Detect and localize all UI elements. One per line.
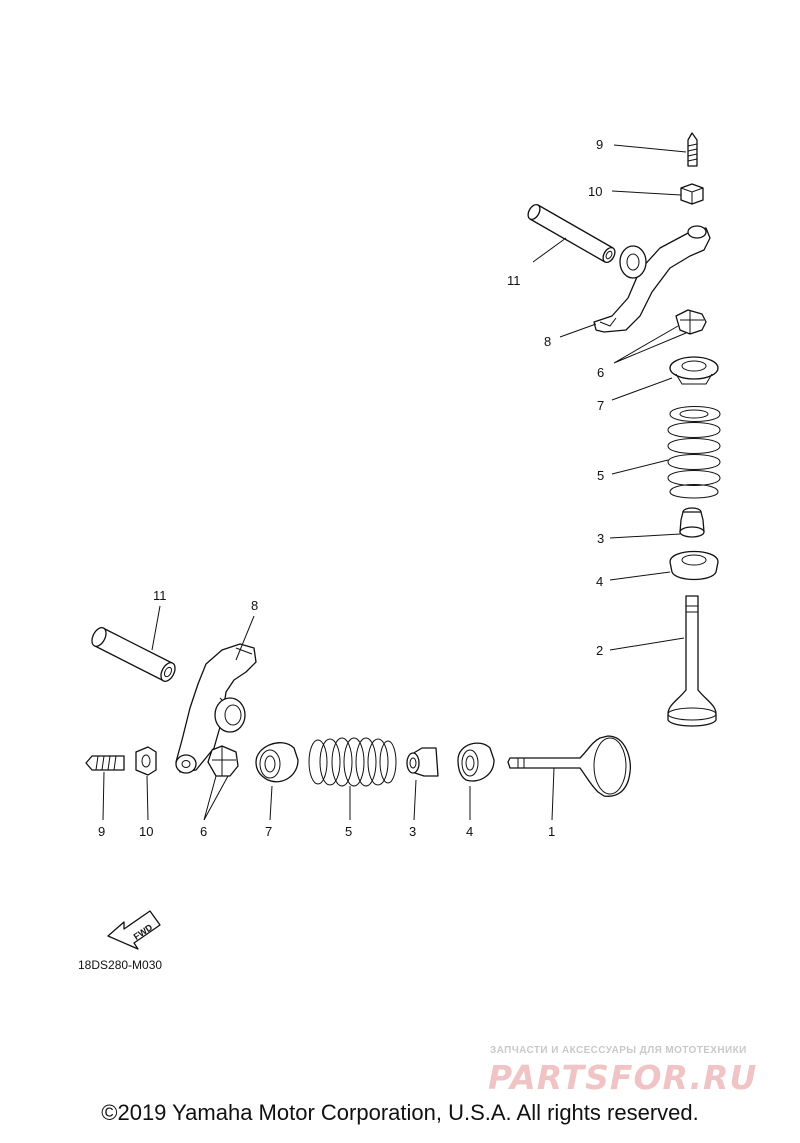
callout-4-right: 4 bbox=[596, 574, 603, 589]
rocker-arm-left bbox=[175, 643, 257, 774]
locknut-left bbox=[135, 746, 157, 776]
rocker-arm-right bbox=[593, 225, 711, 333]
callout-10-right: 10 bbox=[588, 184, 602, 199]
copyright-notice: ©2019 Yamaha Motor Corporation, U.S.A. A… bbox=[101, 1100, 699, 1125]
valve-cotter-left bbox=[207, 745, 239, 777]
callout-2-right: 2 bbox=[596, 643, 603, 658]
callout-11-left: 11 bbox=[153, 588, 167, 603]
valve-spring-right bbox=[667, 406, 721, 499]
valve-cotter-right bbox=[675, 309, 707, 335]
watermark-logo: PARTSFOR.RU bbox=[488, 1058, 758, 1097]
exhaust-valve-left bbox=[507, 735, 632, 797]
watermark-tagline: ЗАПЧАСТИ И АКСЕССУАРЫ ДЛЯ МОТОТЕХНИКИ bbox=[490, 1045, 747, 1056]
locknut-right bbox=[680, 183, 704, 205]
callout-3-bottom: 3 bbox=[409, 824, 416, 839]
diagram-code: 18DS280-M030 bbox=[78, 958, 163, 972]
callout-6-right: 6 bbox=[597, 365, 604, 380]
leader-lines bbox=[102, 144, 687, 821]
valve-stem-seal-left bbox=[406, 747, 439, 777]
callout-4-bottom: 4 bbox=[466, 824, 473, 839]
rocker-shaft-left bbox=[91, 627, 176, 682]
callout-8-left: 8 bbox=[251, 598, 258, 613]
adjusting-screw-left bbox=[85, 755, 125, 771]
callout-8-right: 8 bbox=[544, 334, 551, 349]
valve-spring-left bbox=[308, 737, 397, 787]
callout-9-right: 9 bbox=[596, 137, 603, 152]
callout-5-bottom: 5 bbox=[345, 824, 352, 839]
spring-retainer-right bbox=[669, 356, 719, 385]
adjusting-screw-right bbox=[687, 132, 698, 167]
valve-stem-seal-right bbox=[679, 507, 705, 538]
fwd-arrow: FWD bbox=[107, 910, 161, 950]
callout-3-right: 3 bbox=[597, 531, 604, 546]
rocker-shaft-right bbox=[527, 203, 616, 264]
callout-7-bottom: 7 bbox=[265, 824, 272, 839]
intake-valve-right bbox=[667, 595, 717, 727]
callout-6-bottom: 6 bbox=[200, 824, 207, 839]
spring-retainer-left bbox=[255, 742, 299, 783]
callout-10-bottom: 10 bbox=[139, 824, 153, 839]
callout-9-bottom: 9 bbox=[98, 824, 105, 839]
callout-11-right: 11 bbox=[507, 273, 521, 288]
spring-seat-left bbox=[457, 742, 495, 782]
spring-seat-right bbox=[669, 550, 719, 581]
callout-5-right: 5 bbox=[597, 468, 604, 483]
callout-1-bottom: 1 bbox=[548, 824, 555, 839]
callout-7-right: 7 bbox=[597, 398, 604, 413]
